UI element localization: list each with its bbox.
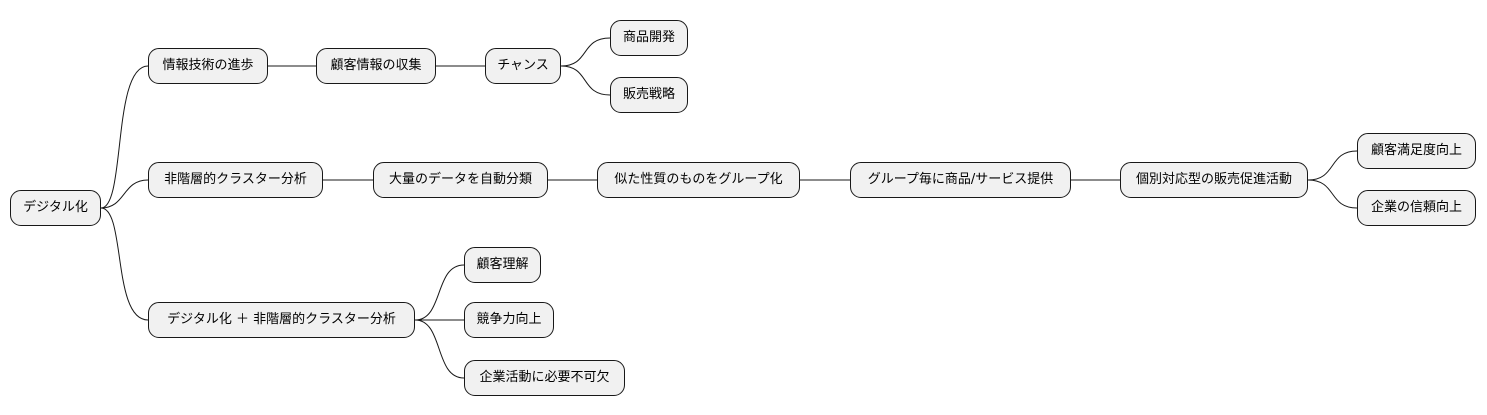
- node-chance[interactable]: チャンス: [485, 48, 561, 84]
- edge-branch3-essential: [414, 319, 465, 379]
- node-it-progress[interactable]: 情報技術の進歩: [148, 48, 268, 84]
- edge-chance-product: [560, 37, 611, 67]
- node-essential-for-business[interactable]: 企業活動に必要不可欠: [464, 360, 625, 396]
- edge-promo-trust: [1307, 179, 1358, 209]
- edge-root-branch1: [100, 65, 149, 209]
- node-individual-sales-promotion[interactable]: 個別対応型の販売促進活動: [1120, 162, 1308, 198]
- edge-branch3-understanding: [414, 264, 465, 321]
- node-digital-plus-clustering[interactable]: デジタル化 ＋ 非階層的クラスター分析: [148, 302, 415, 338]
- node-customer-info-collection[interactable]: 顧客情報の収集: [316, 48, 436, 84]
- edge-root-branch2: [100, 179, 149, 209]
- node-product-development[interactable]: 商品開発: [610, 20, 688, 56]
- node-root-digitalization[interactable]: デジタル化: [10, 190, 101, 226]
- node-non-hierarchical-clustering[interactable]: 非階層的クラスター分析: [148, 162, 323, 198]
- node-customer-satisfaction[interactable]: 顧客満足度向上: [1357, 133, 1476, 169]
- node-competitiveness[interactable]: 競争力向上: [464, 302, 554, 338]
- edge-promo-satisfaction: [1307, 150, 1358, 181]
- node-sales-strategy[interactable]: 販売戦略: [610, 77, 688, 113]
- node-corporate-trust[interactable]: 企業の信頼向上: [1357, 190, 1476, 226]
- node-auto-classify-data[interactable]: 大量のデータを自動分類: [373, 162, 548, 198]
- node-grouping[interactable]: 似た性質のものをグループ化: [597, 162, 800, 198]
- node-offer-per-group[interactable]: グループ毎に商品/サービス提供: [850, 162, 1071, 198]
- node-customer-understanding[interactable]: 顧客理解: [464, 247, 541, 283]
- edge-chance-sales: [560, 65, 611, 96]
- edge-root-branch3: [100, 207, 149, 321]
